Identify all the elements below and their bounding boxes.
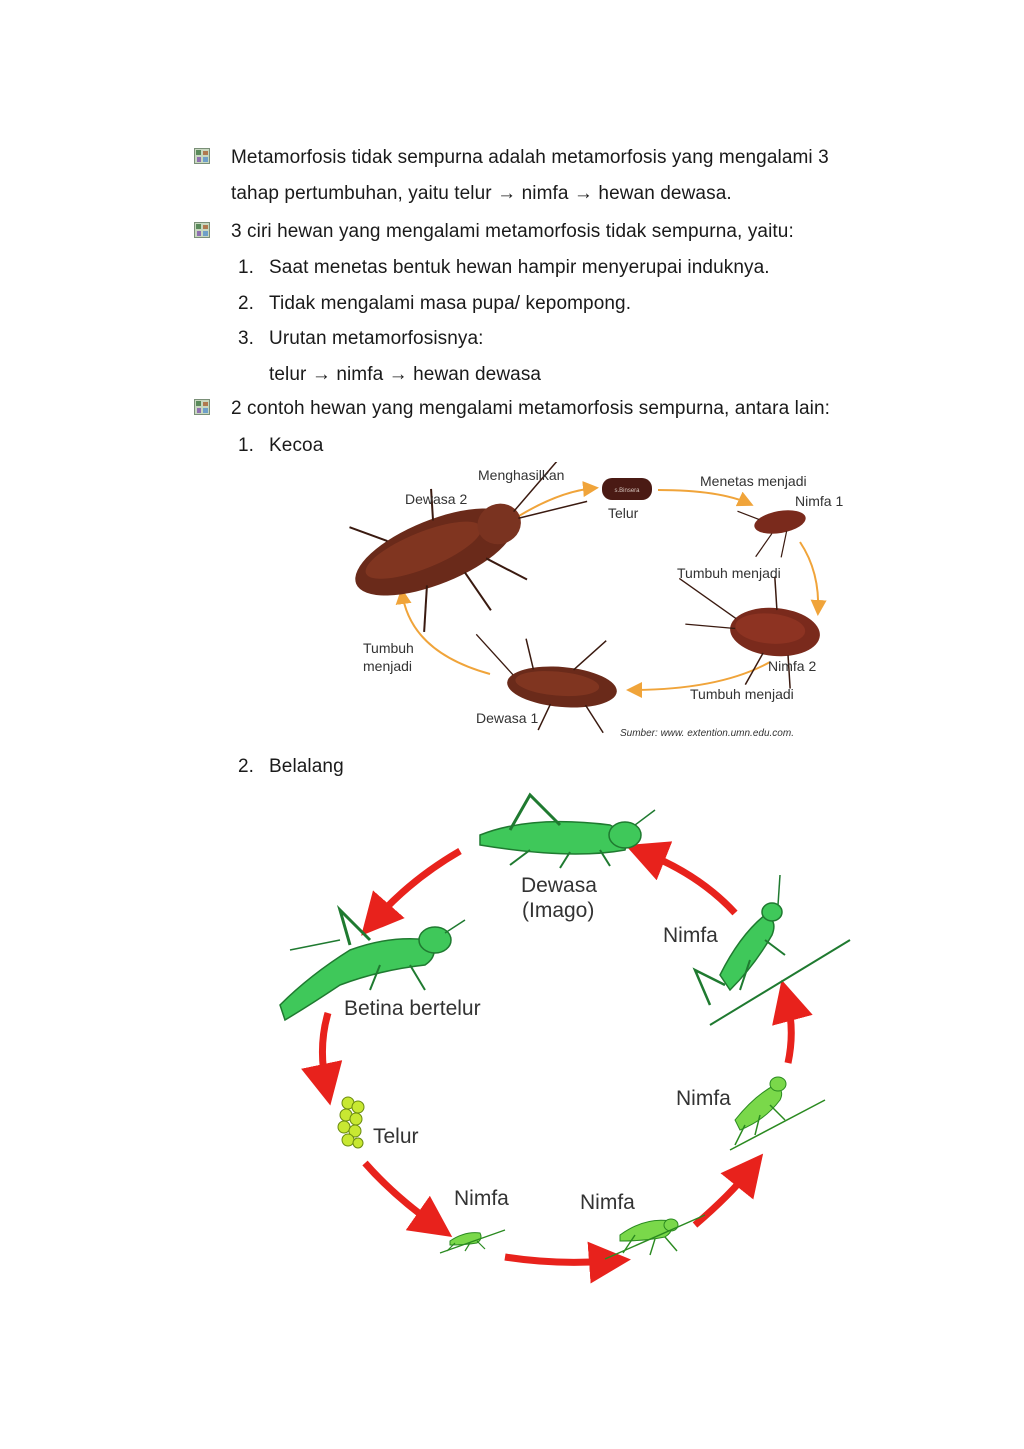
- arrow-tumbuh-right: [799, 541, 827, 616]
- arrow-dewasa-to-betina: [361, 847, 462, 936]
- list-item: Urutan metamorfosisnya:: [269, 328, 484, 349]
- arrow-nimfa-to-nimfa: [504, 1241, 631, 1284]
- label-nimfa-1: Nimfa 1: [795, 493, 843, 509]
- grasshopper-nimfa-adultlike-icon: [692, 874, 851, 1026]
- label-dewasa-2: Dewasa 2: [405, 491, 467, 507]
- grasshopper-nimfa-small-icon: [439, 1229, 506, 1254]
- bullet-icon: [194, 399, 210, 415]
- list-number: 1.: [238, 257, 254, 278]
- arrow-nimfa-to-dewasa: [625, 841, 738, 916]
- label-telur: Telur: [608, 505, 639, 521]
- list-number: 2.: [238, 756, 254, 777]
- label-dewasa-1: Dewasa 1: [476, 710, 538, 726]
- bullet-icon: [194, 148, 210, 164]
- label-imago: (Imago): [522, 899, 594, 922]
- label-sumber: Sumber: www. extention.umn.edu.com.: [620, 728, 794, 739]
- arrow-tumbuh-bottom: [626, 661, 771, 698]
- list-number: 1.: [238, 435, 254, 456]
- paragraph-contoh-intro: 2 contoh hewan yang mengalami metamorfos…: [231, 398, 830, 419]
- arrow-nimfa-to-nimfa-3: [772, 979, 813, 1064]
- label-menghasilkan: Menghasilkan: [478, 467, 564, 483]
- grasshopper-nimfa-medium-icon: [604, 1214, 706, 1260]
- label-nimfa-4: Nimfa: [663, 924, 718, 947]
- label-nimfa-2: Nimfa: [580, 1191, 635, 1214]
- label-telur: Telur: [373, 1125, 419, 1148]
- label-nimfa-1: Nimfa: [454, 1187, 509, 1210]
- bullet-icon: [194, 222, 210, 238]
- label-menetas: Menetas menjadi: [700, 473, 807, 489]
- kecoa-lifecycle-figure: s.Binsera: [340, 462, 860, 744]
- label-nimfa-2: Nimfa 2: [768, 658, 816, 674]
- svg-text:s.Binsera: s.Binsera: [614, 488, 640, 494]
- list-item-kecoa: Kecoa: [269, 435, 324, 456]
- label-tumbuh-left-2: menjadi: [363, 658, 412, 674]
- grasshopper-nimfa-large-icon: [729, 1076, 826, 1151]
- arrow-betina-to-telur: [301, 1012, 343, 1106]
- label-dewasa: Dewasa: [521, 874, 597, 897]
- paragraph-definition-line2: tahap pertumbuhan, yaitu telur → nimfa →…: [231, 183, 732, 204]
- cockroach-adult-1-icon: [475, 633, 617, 734]
- grasshopper-adult-icon: [479, 792, 656, 869]
- label-tumbuh-bottom: Tumbuh menjadi: [690, 686, 794, 702]
- urutan-text: telur → nimfa → hewan dewasa: [269, 364, 542, 385]
- egg-capsule-icon: s.Binsera: [602, 478, 652, 500]
- cockroach-nimfa-1-icon: [737, 510, 806, 558]
- label-tumbuh-right: Tumbuh menjadi: [677, 565, 781, 581]
- label-nimfa-3: Nimfa: [676, 1087, 731, 1110]
- arrow-tumbuh-left: [395, 588, 491, 675]
- label-betina-bertelur: Betina bertelur: [344, 997, 481, 1020]
- grasshopper-eggs-icon: [337, 1096, 365, 1149]
- list-number: 3.: [238, 328, 254, 349]
- paragraph-ciri-intro: 3 ciri hewan yang mengalami metamorfosis…: [231, 221, 794, 242]
- label-tumbuh-left-1: Tumbuh: [363, 640, 414, 656]
- grasshopper-female-laying-icon: [279, 904, 466, 1022]
- cockroach-nimfa-2-icon: [678, 576, 820, 689]
- list-item-belalang: Belalang: [269, 756, 344, 777]
- paragraph-definition-line1: Metamorfosis tidak sempurna adalah metam…: [231, 147, 829, 168]
- list-number: 2.: [238, 293, 254, 314]
- arrow-menetas: [657, 489, 754, 507]
- arrow-telur-to-nimfa: [362, 1160, 453, 1238]
- cockroach-adult-2-icon: [349, 462, 588, 632]
- arrow-nimfa-to-nimfa-2: [692, 1153, 764, 1228]
- belalang-lifecycle-figure: Dewasa (Imago) Betina bertelur Telur Nim…: [260, 785, 870, 1285]
- list-item: Tidak mengalami masa pupa/ kepompong.: [269, 293, 632, 314]
- list-item: Saat menetas bentuk hewan hampir menyeru…: [269, 257, 770, 278]
